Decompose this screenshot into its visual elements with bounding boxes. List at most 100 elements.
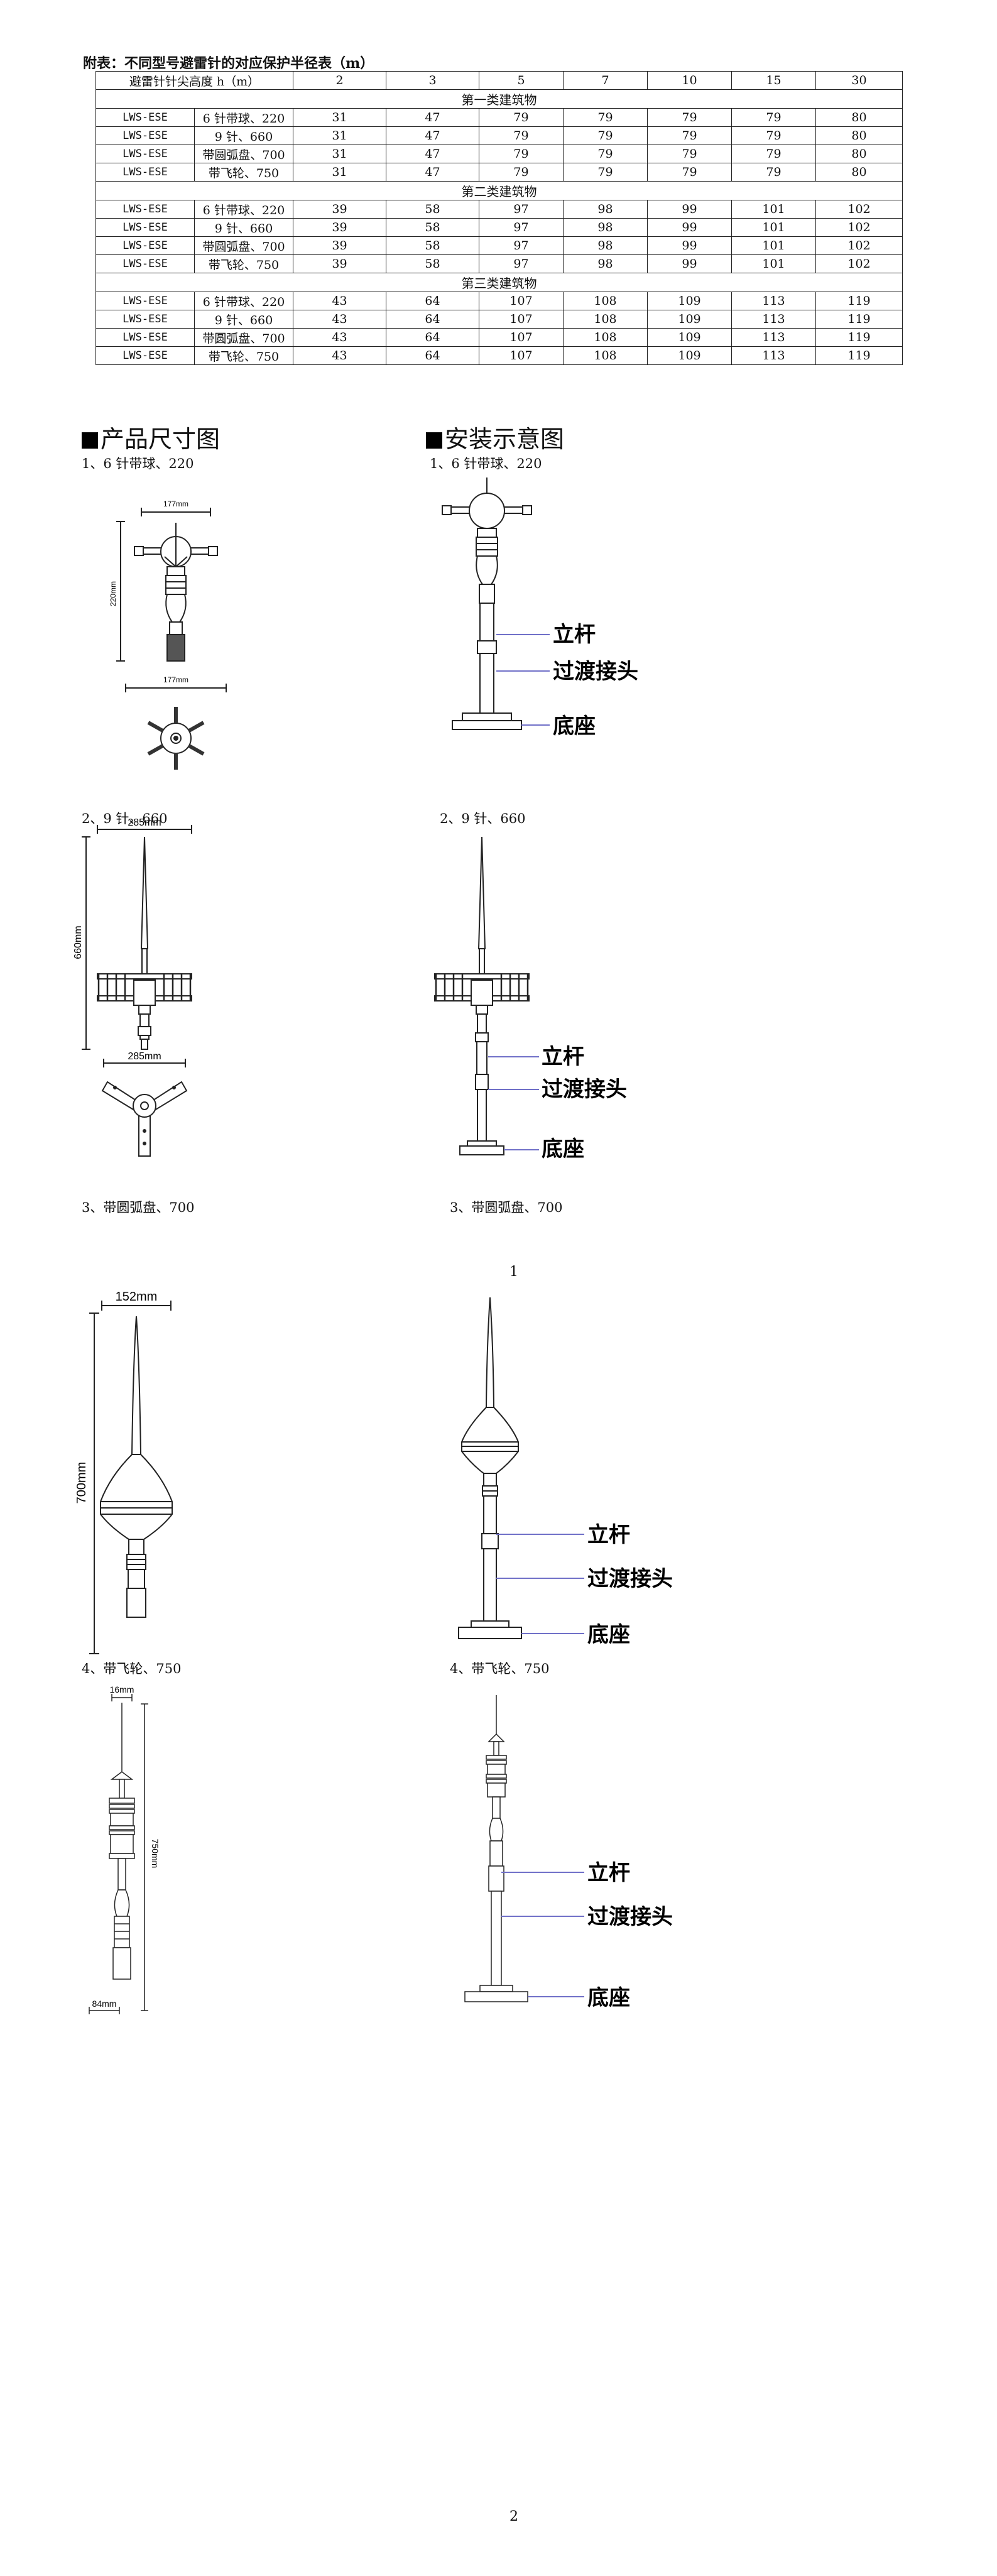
type-cell: 带飞轮、750	[193, 254, 294, 273]
model-cell: LWS-ESE	[95, 145, 195, 163]
value-cell: 31	[293, 108, 387, 127]
value-cell: 101	[731, 236, 817, 255]
value-cell: 108	[563, 328, 648, 347]
caption-install-1: 1、6 针带球、220	[430, 456, 542, 471]
dimensions-heading-text: 产品尺寸图	[101, 425, 221, 453]
table-header-cell: 避雷针针尖高度 h（m）	[95, 71, 294, 90]
dimensions-heading: 产品尺寸图	[82, 420, 220, 454]
type-cell: 9 针、660	[193, 310, 294, 329]
value-cell: 58	[386, 218, 480, 237]
value-cell: 97	[479, 200, 564, 219]
value-cell: 107	[479, 328, 564, 347]
table-header-cell: 15	[731, 71, 817, 90]
model-cell: LWS-ESE	[95, 218, 195, 237]
value-cell: 79	[479, 108, 564, 127]
value-cell: 79	[563, 163, 648, 182]
value-cell: 80	[815, 126, 903, 145]
caption-install-3: 3、带圆弧盘、700	[450, 1200, 563, 1215]
model-cell: LWS-ESE	[95, 126, 195, 145]
value-cell: 31	[293, 163, 387, 182]
value-cell: 39	[293, 218, 387, 237]
type-cell: 6 针带球、220	[193, 108, 294, 127]
value-cell: 119	[815, 310, 903, 329]
type-cell: 9 针、660	[193, 218, 294, 237]
model-cell: LWS-ESE	[95, 163, 195, 182]
drawing-flywheel: 16mm 750mm 84mm	[89, 1684, 160, 2014]
value-cell: 31	[293, 145, 387, 163]
value-cell: 79	[731, 126, 817, 145]
value-cell: 39	[293, 236, 387, 255]
caption-install-4: 4、带飞轮、750	[450, 1661, 550, 1676]
label-adapter-4: 过渡接头	[587, 1904, 673, 1929]
table-header-cell: 7	[563, 71, 648, 90]
caption-model-3: 3、带圆弧盘、700	[82, 1200, 195, 1215]
category-row: 第一类建筑物	[95, 89, 903, 109]
caption-model-4: 4、带飞轮、750	[82, 1661, 182, 1676]
value-cell: 47	[386, 145, 480, 163]
install-arc-disc: 立杆 过渡接头 底座	[458, 1297, 673, 1647]
value-cell: 99	[647, 218, 733, 237]
model-cell: LWS-ESE	[95, 254, 195, 273]
page-number-1: 1	[509, 1264, 518, 1280]
label-pole-4: 立杆	[587, 1860, 630, 1886]
value-cell: 109	[647, 328, 733, 347]
caption-model-2: 2、9 针、660	[82, 811, 168, 826]
value-cell: 80	[815, 108, 903, 127]
type-cell: 6 针带球、220	[193, 200, 294, 219]
value-cell: 101	[731, 254, 817, 273]
install-6pin-ball: 立杆 过渡接头 底座	[442, 478, 638, 739]
type-cell: 带飞轮、750	[193, 346, 294, 365]
table-header-cell: 30	[815, 71, 903, 90]
value-cell: 43	[293, 346, 387, 365]
value-cell: 102	[815, 218, 903, 237]
dimension-d4-top: 16mm	[110, 1684, 134, 1695]
type-cell: 6 针带球、220	[193, 292, 294, 310]
dimension-d1-bottom: 177mm	[163, 675, 188, 684]
value-cell: 109	[647, 346, 733, 365]
dimension-d1-height: 220mm	[109, 581, 117, 606]
value-cell: 79	[647, 145, 733, 163]
value-cell: 79	[563, 126, 648, 145]
dimension-d1-width: 177mm	[163, 499, 188, 508]
value-cell: 99	[647, 236, 733, 255]
value-cell: 107	[479, 346, 564, 365]
value-cell: 79	[731, 163, 817, 182]
model-cell: LWS-ESE	[95, 292, 195, 310]
value-cell: 47	[386, 163, 480, 182]
model-cell: LWS-ESE	[95, 346, 195, 365]
value-cell: 101	[731, 218, 817, 237]
value-cell: 79	[479, 145, 564, 163]
install-heading: 安装示意图	[426, 420, 564, 454]
install-flywheel: 立杆 过渡接头 底座	[464, 1695, 673, 2011]
value-cell: 43	[293, 310, 387, 329]
label-pole-3: 立杆	[587, 1522, 630, 1547]
drawing-9pin: 285mm 660mm 285mm	[73, 817, 192, 1157]
model-cell: LWS-ESE	[95, 328, 195, 347]
install-9pin: 立杆 过渡接头 底座	[434, 836, 627, 1162]
type-cell: 9 针、660	[193, 126, 294, 145]
label-base-1: 底座	[553, 714, 596, 739]
value-cell: 79	[479, 163, 564, 182]
value-cell: 79	[731, 108, 817, 127]
label-pole-2: 立杆	[542, 1044, 584, 1069]
value-cell: 119	[815, 346, 903, 365]
value-cell: 43	[293, 328, 387, 347]
value-cell: 102	[815, 236, 903, 255]
label-base-2: 底座	[542, 1137, 584, 1162]
model-cell: LWS-ESE	[95, 108, 195, 127]
value-cell: 80	[815, 145, 903, 163]
square-bullet-icon	[426, 432, 442, 449]
value-cell: 101	[731, 200, 817, 219]
table-header-cell: 10	[647, 71, 733, 90]
value-cell: 97	[479, 254, 564, 273]
type-cell: 带圆弧盘、700	[193, 328, 294, 347]
value-cell: 108	[563, 292, 648, 310]
value-cell: 98	[563, 254, 648, 273]
value-cell: 108	[563, 310, 648, 329]
value-cell: 39	[293, 200, 387, 219]
